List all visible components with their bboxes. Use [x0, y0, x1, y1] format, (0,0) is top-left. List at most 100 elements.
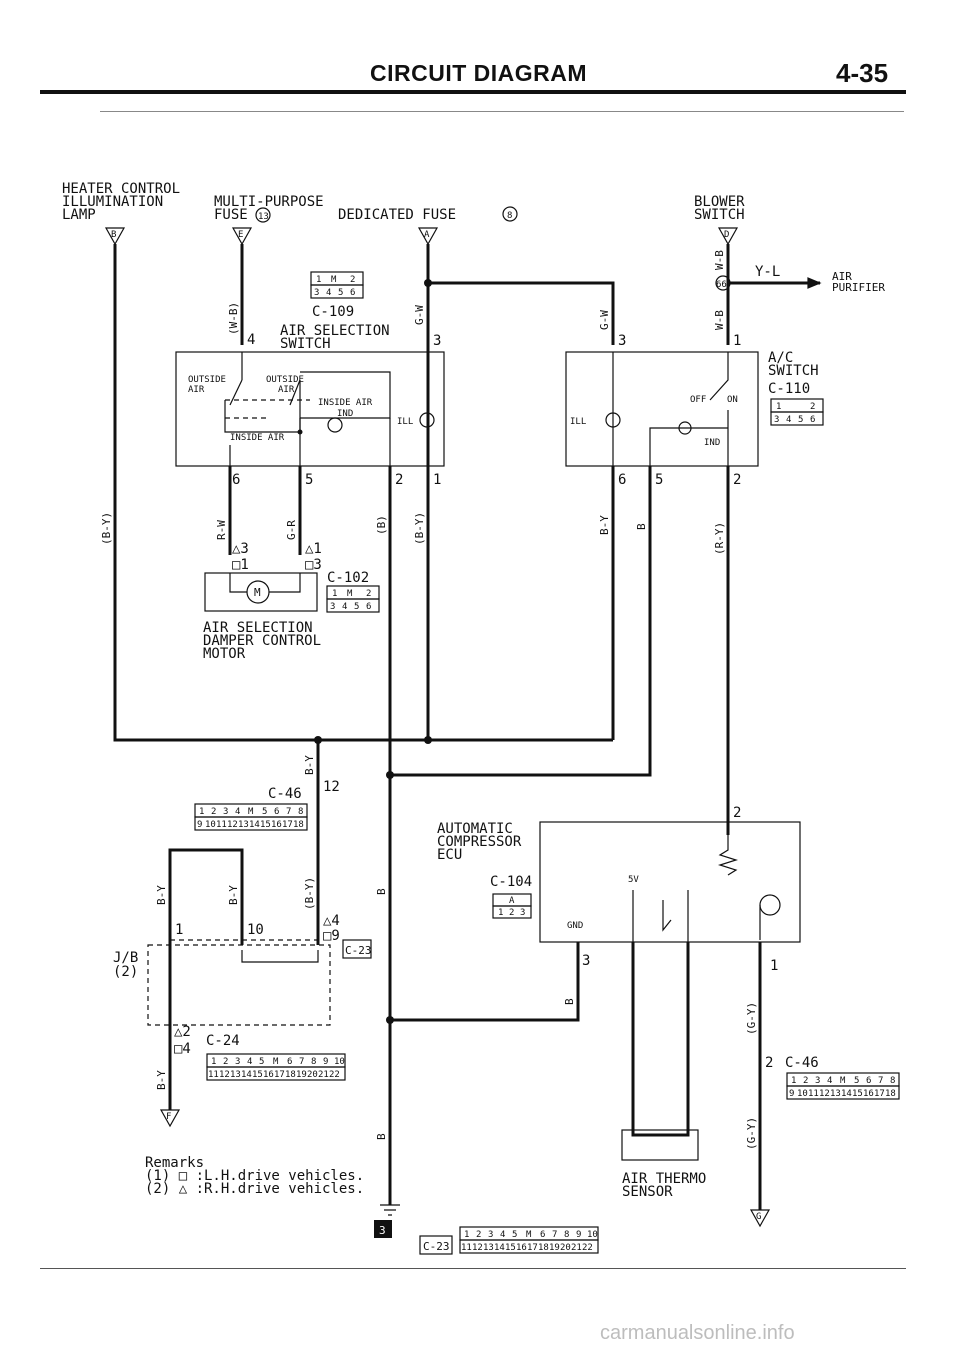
- c23-connector-bottom: C-23: [419, 1235, 453, 1255]
- c46r-label: C-46: [785, 1055, 819, 1071]
- pin-2b: 2: [733, 472, 741, 488]
- pin-s9: □9: [323, 928, 340, 944]
- svg-text:1: 1: [211, 1057, 216, 1067]
- svg-text:7: 7: [299, 1057, 304, 1067]
- svg-text:6: 6: [287, 1057, 292, 1067]
- svg-text:6: 6: [866, 1076, 871, 1086]
- svg-text:15: 15: [260, 820, 271, 830]
- pin-2: 2: [395, 472, 403, 488]
- jb-label-2: (2): [113, 964, 138, 980]
- inside-air-top: INSIDE AIR: [318, 398, 373, 408]
- svg-text:12: 12: [472, 1243, 483, 1253]
- svg-text:6: 6: [366, 602, 371, 612]
- svg-text:18: 18: [293, 820, 304, 830]
- ac-sw-contact: [709, 352, 729, 401]
- ac-ind-label: IND: [704, 438, 720, 448]
- svg-text:17: 17: [282, 820, 293, 830]
- svg-text:4: 4: [326, 288, 331, 298]
- svg-text:2: 2: [211, 807, 216, 817]
- ecu-pot: [662, 900, 672, 932]
- svg-text:22: 22: [329, 1070, 340, 1080]
- svg-text:2: 2: [803, 1076, 808, 1086]
- outside-air-r-2: AIR: [278, 385, 295, 395]
- motor-label-3: MOTOR: [203, 646, 246, 662]
- wire-label-by4: B-Y: [303, 755, 316, 775]
- air-sel-switch-label-2: SWITCH: [280, 336, 331, 352]
- pin-2c: 2: [733, 805, 741, 821]
- terminal-66-circle: [715, 275, 731, 291]
- inside-air-bottom: INSIDE AIR: [230, 433, 285, 443]
- svg-text:21: 21: [571, 1243, 582, 1253]
- svg-text:M: M: [347, 589, 353, 599]
- svg-text:12: 12: [227, 820, 238, 830]
- svg-text:14: 14: [494, 1243, 505, 1253]
- on-label: ON: [727, 395, 738, 405]
- c109-label: C-109: [312, 304, 354, 320]
- heater-lamp-label-1: HEATER CONTROL: [62, 181, 180, 197]
- svg-text:10: 10: [205, 820, 216, 830]
- svg-text:18: 18: [885, 1089, 896, 1099]
- svg-text:C-23: C-23: [423, 1240, 450, 1253]
- c24-connector: 1 2 3 4 5 M 6 7 8 9 10 11 12 13 14 15 16…: [206, 1053, 346, 1081]
- wire-thermo: [631, 942, 690, 1137]
- remarks-line-2: (2) △ :R.H.drive vehicles.: [145, 1181, 364, 1197]
- svg-text:16: 16: [863, 1089, 874, 1099]
- svg-text:10: 10: [334, 1057, 345, 1067]
- svg-text:6: 6: [274, 807, 279, 817]
- svg-text:M: M: [331, 275, 337, 285]
- pin-6b: 6: [618, 472, 626, 488]
- air-sel-switch-label-1: AIR SELECTION: [280, 323, 390, 339]
- svg-text:3: 3: [235, 1057, 240, 1067]
- wire-label-by6: B-Y: [227, 885, 240, 905]
- outside-air-r-1: OUTSIDE: [266, 375, 304, 385]
- svg-text:5: 5: [338, 288, 343, 298]
- pin-6: 6: [232, 472, 240, 488]
- svg-text:13: 13: [230, 1070, 241, 1080]
- svg-text:A: A: [424, 230, 430, 240]
- svg-text:15: 15: [852, 1089, 863, 1099]
- sw-dot: [297, 429, 303, 435]
- svg-text:4: 4: [786, 415, 791, 425]
- svg-text:17: 17: [874, 1089, 885, 1099]
- svg-text:16: 16: [516, 1243, 527, 1253]
- wire-label-wb2: W-B: [713, 250, 726, 270]
- svg-text:12: 12: [219, 1070, 230, 1080]
- svg-text:4: 4: [247, 1057, 252, 1067]
- svg-text:2: 2: [223, 1057, 228, 1067]
- outside-air-l-1: OUTSIDE: [188, 375, 226, 385]
- ind-label: IND: [337, 409, 353, 419]
- ac-switch-box: [565, 351, 759, 467]
- jb-box: [147, 944, 331, 1026]
- svg-text:18: 18: [538, 1243, 549, 1253]
- motor-m: M: [254, 586, 261, 599]
- svg-text:11: 11: [808, 1089, 819, 1099]
- blower-label-1: BLOWER: [694, 194, 745, 210]
- svg-text:B: B: [111, 230, 116, 240]
- c102-connector: 1 M 2 3 4 5 6: [326, 585, 380, 613]
- svg-text:7: 7: [552, 1230, 557, 1240]
- svg-text:4: 4: [827, 1076, 832, 1086]
- svg-text:11: 11: [461, 1243, 472, 1253]
- c109-connector: 1 M 2 3 4 5 6: [310, 271, 364, 299]
- ill-label: ILL: [397, 417, 413, 427]
- svg-text:3: 3: [330, 602, 335, 612]
- svg-text:3: 3: [314, 288, 319, 298]
- svg-text:M: M: [840, 1076, 846, 1086]
- svg-text:1: 1: [791, 1076, 796, 1086]
- svg-text:4: 4: [500, 1230, 505, 1240]
- ecu-transistor: [759, 894, 781, 916]
- svg-text:1: 1: [498, 908, 503, 918]
- wire-b-ecu-gnd: [390, 942, 580, 1022]
- svg-text:2: 2: [810, 402, 815, 412]
- svg-text:4: 4: [342, 602, 347, 612]
- svg-text:13: 13: [238, 820, 249, 830]
- svg-text:9: 9: [576, 1230, 581, 1240]
- gnd-label: GND: [567, 921, 583, 931]
- svg-text:3: 3: [520, 908, 525, 918]
- arrow-purifier: [807, 277, 822, 289]
- svg-text:14: 14: [841, 1089, 852, 1099]
- c46-label: C-46: [268, 786, 302, 802]
- ecu-label-1: AUTOMATIC: [437, 821, 513, 837]
- svg-text:17: 17: [527, 1243, 538, 1253]
- svg-text:G: G: [756, 1212, 761, 1222]
